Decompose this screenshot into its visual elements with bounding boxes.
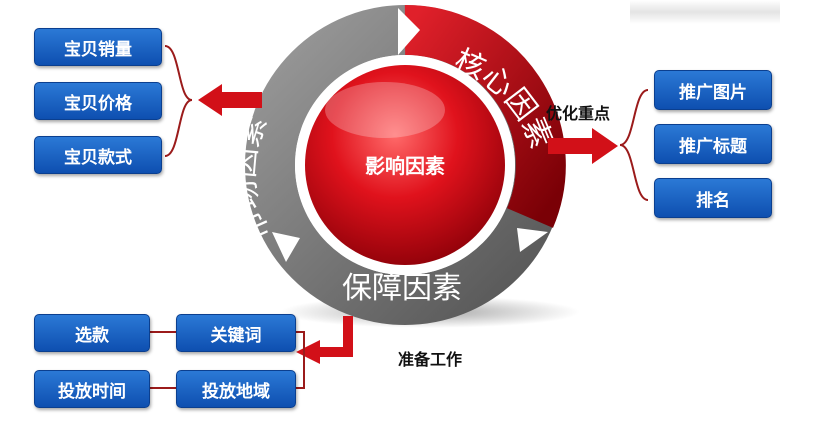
bottom-arrow-stem — [316, 316, 353, 357]
left-box-sales: 宝贝销量 — [34, 28, 162, 66]
ring-text-guarantee: 保障因素 — [342, 271, 462, 306]
bottom-arrow-head — [296, 340, 320, 364]
right-brace — [619, 89, 649, 201]
center-circle — [305, 65, 505, 265]
right-box-title: 推广标题 — [654, 124, 772, 164]
bottom-label: 准备工作 — [398, 350, 463, 369]
bottom-box-region: 投放地域 — [176, 370, 296, 408]
ring-arrow-tip-2 — [517, 228, 548, 252]
center-label: 影响因素 — [365, 154, 445, 178]
right-box-rank: 排名 — [654, 178, 772, 218]
ring-arrow-tip-3 — [272, 232, 300, 262]
ring-arrow-tip-1 — [398, 8, 420, 55]
right-arrow — [548, 128, 618, 164]
bottom-box-time: 投放时间 — [34, 370, 150, 408]
left-box-style: 宝贝款式 — [34, 136, 162, 174]
right-box-image: 推广图片 — [654, 70, 772, 110]
left-box-price: 宝贝价格 — [34, 82, 162, 120]
core-ring-segment — [404, 4, 566, 228]
left-arrow — [198, 84, 262, 116]
decorative-bar — [630, 0, 780, 24]
bottom-box-select: 选款 — [34, 314, 150, 352]
bottom-box-keyword: 关键词 — [176, 314, 296, 352]
bottom-connectors — [150, 331, 305, 389]
center-highlight — [325, 82, 445, 138]
right-label: 优化重点 — [546, 104, 611, 123]
left-brace — [164, 45, 193, 157]
